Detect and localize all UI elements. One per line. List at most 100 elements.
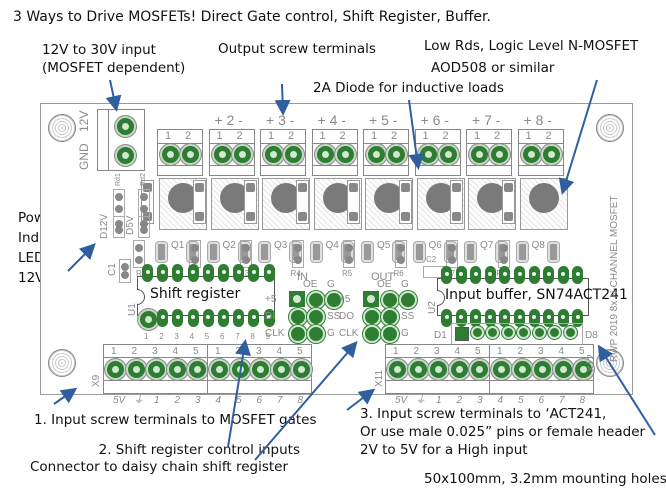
output-terminal-pad[interactable] xyxy=(417,144,439,165)
buffer-jumper-pad[interactable] xyxy=(517,326,530,339)
input-terminal-left-pad[interactable] xyxy=(209,359,230,380)
input-terminal-right-pad[interactable] xyxy=(407,359,429,380)
output-terminal-pad[interactable] xyxy=(489,144,510,165)
buffer-jumper-pad[interactable] xyxy=(532,326,546,339)
input-terminal-left-pad[interactable] xyxy=(187,359,208,380)
output-terminal-pad[interactable] xyxy=(231,144,253,165)
input-terminal-left-pin-number: 4 xyxy=(172,346,179,357)
output-terminal-pad[interactable] xyxy=(540,144,562,165)
header-out-pin[interactable] xyxy=(381,291,399,309)
input-terminal-left-pad[interactable] xyxy=(270,359,292,380)
output-terminal-pad[interactable] xyxy=(469,144,490,165)
output-terminal-pad[interactable] xyxy=(334,144,356,165)
annotation-output-terminals: Output screw terminals xyxy=(218,41,376,57)
header-in-pin-square[interactable] xyxy=(289,291,305,307)
capacitor-c1 xyxy=(119,259,131,283)
output-terminal-pad[interactable] xyxy=(520,144,542,165)
input-terminal-left-pad[interactable] xyxy=(166,359,188,380)
led-resistor-label-rd2: Rd2 xyxy=(140,173,147,186)
u1-pin-top xyxy=(202,264,214,282)
buffer-jumper-pad-square[interactable] xyxy=(455,327,469,341)
u1-pin-bottom xyxy=(187,309,199,327)
output-terminal-pad[interactable] xyxy=(437,144,459,165)
input-terminal-left-pad[interactable] xyxy=(291,359,312,380)
flyback-diode xyxy=(244,180,257,224)
header-out-pin-square[interactable] xyxy=(363,291,379,307)
input-terminal-right-pad[interactable] xyxy=(428,359,449,380)
input-terminal-left-pad[interactable] xyxy=(146,359,167,380)
input-terminal-right-pad[interactable] xyxy=(511,359,533,380)
header-in-pin[interactable] xyxy=(325,291,343,309)
header-out-pin[interactable] xyxy=(381,308,399,326)
power-terminal-block[interactable] xyxy=(97,109,145,171)
buffer-jumper-pad[interactable] xyxy=(563,326,577,339)
input-terminal-left-pin-number: 1 xyxy=(111,346,117,357)
annotation-mosfet-line1: Low Rds, Logic Level N-MOSFET xyxy=(424,38,639,54)
output-terminal-pad[interactable] xyxy=(314,144,336,165)
u2-pin-bottom xyxy=(514,309,525,327)
output-pin-label: 1 xyxy=(216,130,223,142)
input-terminal-right-signal-label: 4 xyxy=(497,395,504,406)
header-in-pin[interactable] xyxy=(307,325,325,343)
power-terminal-pad-gnd[interactable] xyxy=(115,145,136,166)
power-terminal-pad-12v[interactable] xyxy=(115,116,136,137)
header-in-pin[interactable] xyxy=(307,308,325,326)
input-terminal-right-pad[interactable] xyxy=(552,359,574,380)
output-terminal-pad[interactable] xyxy=(160,144,181,165)
buffer-jumper-pad[interactable] xyxy=(548,326,561,339)
input-terminal-right-pad[interactable] xyxy=(448,359,470,380)
input-terminal-right-pad[interactable] xyxy=(532,359,553,380)
input-terminal-left-pad[interactable] xyxy=(250,359,271,380)
output-terminal-pad[interactable] xyxy=(283,144,304,165)
header-out-pin[interactable] xyxy=(363,308,381,326)
input-terminal-right-pad[interactable] xyxy=(573,359,594,380)
output-terminal-pad[interactable] xyxy=(263,144,284,165)
output-pin-label: 1 xyxy=(268,130,275,142)
annotation-method2-line2: Connector to daisy chain shift register xyxy=(30,459,289,475)
header-in-label-left: +5 xyxy=(265,294,277,305)
mosfet-label: Q6 xyxy=(428,240,442,251)
input-terminal-right-pad[interactable] xyxy=(469,359,490,380)
input-terminal-left-signal-label: 3 xyxy=(195,395,201,406)
header-in-pin[interactable] xyxy=(289,308,307,326)
header-out-pin[interactable] xyxy=(399,291,417,309)
input-terminal-left-pad[interactable] xyxy=(105,359,126,380)
output-terminal-pad[interactable] xyxy=(180,144,201,165)
buffer-jumper-pad[interactable] xyxy=(486,326,499,339)
output-terminal-pad[interactable] xyxy=(211,144,233,165)
output-terminal-pad[interactable] xyxy=(366,144,387,165)
input-terminal-right-pad[interactable] xyxy=(387,359,408,380)
header-out-pin[interactable] xyxy=(381,325,399,343)
input-buffer-label: Input buffer, SN74ACT241 xyxy=(445,287,628,303)
buffer-jumper-pad[interactable] xyxy=(470,326,484,339)
header-in-pin[interactable] xyxy=(289,325,307,343)
output-pin-label: 1 xyxy=(165,130,172,142)
mosfet-gate-pad xyxy=(259,242,270,262)
input-terminal-left-pad[interactable] xyxy=(229,359,251,380)
output-pin-label: 2 xyxy=(339,130,346,142)
terminal-divider xyxy=(208,357,311,358)
buffer-jumper-pad[interactable] xyxy=(501,326,515,339)
input-terminal-right-pin-number: 5 xyxy=(579,346,585,357)
header-out-pin[interactable] xyxy=(363,325,381,343)
output-pin-label: 1 xyxy=(371,130,378,142)
input-terminal-left-pad[interactable] xyxy=(125,359,147,380)
output-terminal-pad[interactable] xyxy=(386,144,407,165)
input-terminal-right-pad[interactable] xyxy=(491,359,512,380)
u2-pin-bottom xyxy=(470,309,482,327)
terminal-divider xyxy=(208,380,311,381)
header-in-pin[interactable] xyxy=(307,291,325,309)
input-terminal-left-signal-label: 6 xyxy=(256,395,263,406)
